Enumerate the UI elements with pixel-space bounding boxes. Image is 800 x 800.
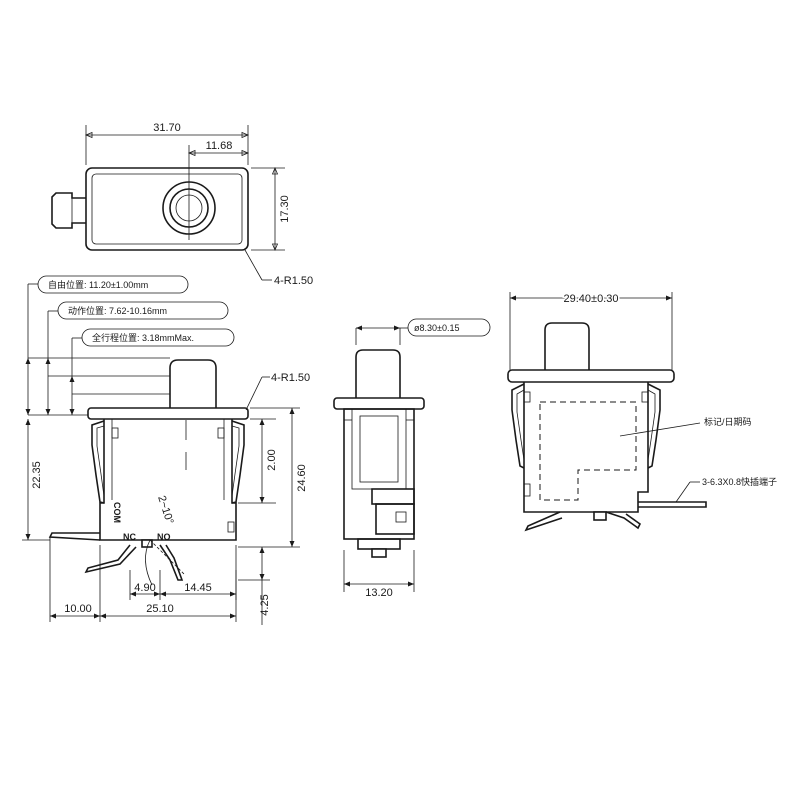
rear-terminal-spec-label: 3-6.3X0.8快插端子 — [702, 476, 777, 487]
front-body-height-dimension: 22.35 — [31, 461, 43, 489]
side-view-plunger — [355, 349, 401, 398]
side-view: ø8.30±0.15 13.20 — [333, 318, 491, 599]
terminal-nc-label: NC — [123, 532, 136, 542]
front-view-plunger — [169, 359, 217, 410]
top-corner-radius-label: 4-R1.50 — [274, 275, 313, 287]
rear-marking-label: 标记/日期码 — [704, 416, 752, 427]
front-corner-radius-label: 4-R1.50 — [271, 372, 310, 384]
front-base-width-dimension: 25.10 — [146, 603, 174, 615]
rear-width-dimension: 29.40±0.30 — [564, 293, 619, 305]
angle-dimension: 2~10° — [155, 494, 175, 525]
front-view-left-terminal — [48, 532, 101, 541]
rear-view-left-clip — [511, 383, 525, 469]
front-view-flange — [87, 407, 249, 420]
top-hole-offset-dimension: 11.68 — [206, 140, 233, 152]
front-view-left-clip — [91, 420, 105, 504]
front-view-nc-pin — [84, 544, 137, 574]
side-view-flange — [333, 397, 425, 410]
total-travel-callout — [81, 328, 235, 347]
rear-view-left-terminal — [524, 511, 563, 532]
rear-view-label-area — [539, 401, 637, 501]
front-pin-span-dimension: 14.45 — [184, 582, 212, 594]
rear-view-center-terminal — [605, 511, 642, 530]
front-left-extension-dimension: 10.00 — [64, 603, 92, 615]
front-step-height-dimension: 2.00 — [266, 449, 278, 470]
operating-position-text: 动作位置: 7.62-10.16mm — [68, 305, 167, 316]
front-pin-length-dimension: 4.25 — [259, 594, 271, 615]
top-height-dimension: 17.30 — [279, 195, 291, 223]
front-pin-gap-dimension: 4.90 — [134, 582, 155, 594]
side-view-base — [357, 538, 401, 550]
side-base-width-dimension: 13.20 — [365, 587, 393, 599]
top-view: 31.70 11.68 17.30 4-R1.50 — [51, 122, 313, 287]
plunger-diameter-text: ø8.30±0.15 — [414, 323, 459, 333]
terminal-com-label: COM — [112, 502, 122, 523]
front-right-height-dimension: 24.60 — [296, 464, 308, 492]
plunger-diameter-callout — [407, 318, 491, 337]
rear-view-quick-connect-terminal — [638, 501, 707, 508]
side-view-body — [343, 408, 415, 540]
front-view-right-clip — [231, 420, 245, 504]
rear-view: 29.40±0.30 标记/日期码 3-6.3X0.8快插端子 — [507, 292, 777, 532]
top-view-terminal-tab — [51, 192, 86, 229]
top-width-dimension: 31.70 — [153, 122, 181, 134]
operating-position-callout — [57, 301, 229, 320]
top-view-body — [85, 167, 249, 251]
side-view-terminal-block — [371, 488, 415, 505]
terminal-no-label: NO — [157, 532, 171, 542]
front-view: 自由位置: 11.20±1.00mm 动作位置: 7.62-10.16mm 全行… — [22, 275, 310, 625]
free-position-callout — [37, 275, 189, 294]
front-view-no-pin — [159, 544, 184, 581]
rear-view-flange — [507, 369, 675, 383]
rear-view-right-clip — [647, 383, 661, 469]
free-position-text: 自由位置: 11.20±1.00mm — [48, 279, 148, 290]
total-travel-text: 全行程位置: 3.18mmMax. — [92, 332, 194, 343]
rear-view-plunger — [544, 322, 590, 371]
